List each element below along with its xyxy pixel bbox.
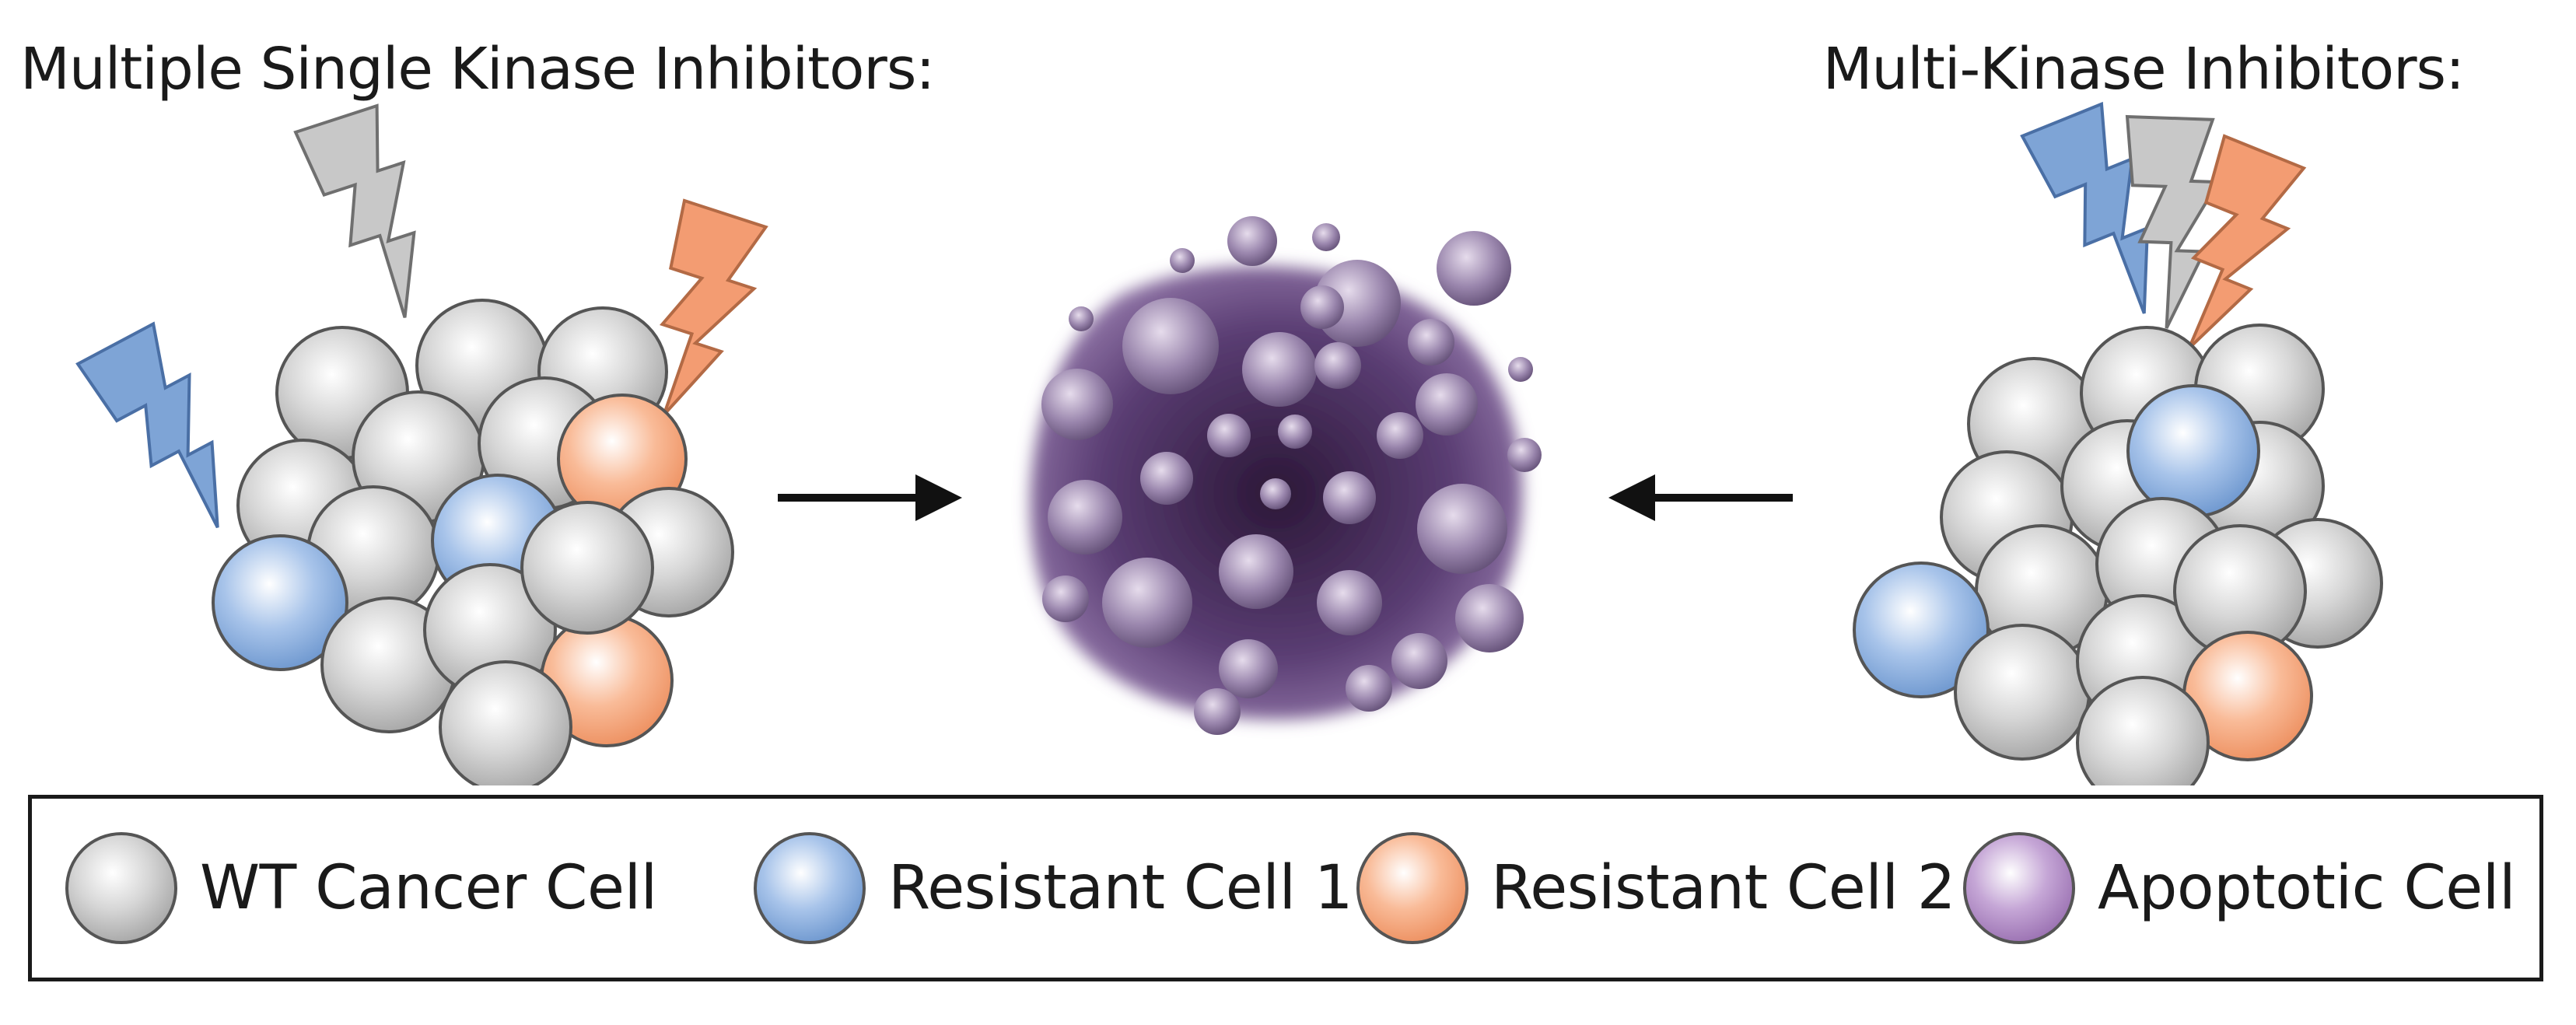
bleb: [1278, 415, 1312, 449]
resistant-cell-2-swatch-icon: [1356, 832, 1468, 944]
legend-item-resistant-2: Resistant Cell 2: [1354, 799, 1956, 978]
bleb: [1437, 231, 1511, 306]
bleb: [1122, 298, 1219, 394]
bleb: [1377, 412, 1423, 459]
bleb: [1300, 285, 1344, 329]
bleb: [1170, 248, 1195, 273]
left-panel-title: Multiple Single Kinase Inhibitors:: [20, 36, 935, 103]
left-cell-cluster: [212, 299, 734, 785]
apoptotic-blebs: [1041, 216, 1542, 735]
right-bolt-orange-icon: [2187, 134, 2307, 350]
bleb: [1242, 332, 1317, 407]
right-panel-title: Multi-Kinase Inhibitors:: [1822, 36, 2465, 103]
right-cell-cluster: [1853, 324, 2383, 785]
legend: WT Cancer Cell Resistant Cell 1 Resistan…: [28, 795, 2543, 981]
bleb: [1048, 480, 1122, 554]
bleb: [1219, 639, 1278, 698]
resistant-cell-1: [212, 534, 348, 671]
bleb: [1194, 688, 1241, 735]
bleb: [1314, 342, 1361, 389]
bleb: [1312, 223, 1340, 251]
bleb: [1408, 319, 1454, 366]
bleb: [1042, 575, 1089, 622]
resistant-cell-1-swatch-icon: [754, 832, 866, 944]
legend-label: Resistant Cell 2: [1491, 853, 1956, 923]
left-bolt-blue-icon: [75, 321, 219, 529]
bleb: [1346, 665, 1392, 712]
bleb: [1391, 633, 1447, 689]
legend-item-apoptotic: Apoptotic Cell: [1961, 799, 2516, 978]
legend-label: Apoptotic Cell: [2098, 853, 2516, 923]
left-bolt-orange-icon: [660, 198, 768, 416]
right-bolt-blue-icon: [2020, 101, 2150, 314]
wt-cell: [2076, 676, 2210, 785]
left-bolt-gray-icon: [293, 103, 416, 318]
resistant-cell-1: [2126, 384, 2260, 518]
bleb: [1323, 471, 1376, 524]
apoptotic-cell-swatch-icon: [1963, 832, 2075, 944]
legend-label: Resistant Cell 1: [888, 853, 1353, 923]
diagram-canvas: [75, 101, 2383, 785]
bleb: [1417, 484, 1507, 574]
bleb: [1102, 558, 1192, 648]
right-bolt-gray-icon: [2125, 114, 2221, 329]
bleb: [1140, 452, 1193, 505]
bleb: [1508, 357, 1533, 382]
bleb: [1260, 478, 1291, 509]
legend-item-wt: WT Cancer Cell: [63, 799, 657, 978]
bleb: [1041, 369, 1113, 440]
bleb: [1227, 216, 1277, 266]
bleb: [1317, 570, 1382, 635]
wt-cell: [1954, 624, 2091, 761]
resistant-cell-1: [1853, 561, 1990, 698]
bleb: [1507, 438, 1542, 472]
bleb: [1207, 414, 1251, 457]
bleb: [1416, 373, 1478, 436]
bleb: [1219, 534, 1293, 609]
legend-label: WT Cancer Cell: [200, 853, 657, 923]
bleb: [1455, 584, 1524, 652]
wt-cell-swatch-icon: [65, 832, 177, 944]
legend-item-resistant-1: Resistant Cell 1: [751, 799, 1353, 978]
wt-cell: [439, 660, 572, 785]
bleb: [1069, 306, 1094, 331]
wt-cell: [520, 501, 654, 635]
bleb: [1314, 260, 1401, 347]
